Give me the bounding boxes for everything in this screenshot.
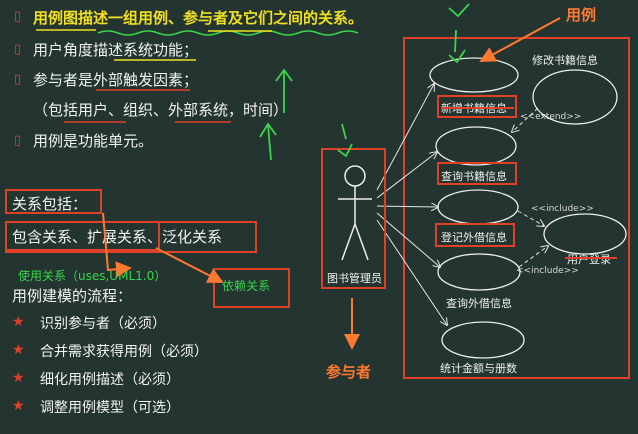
include-label-2: <<include>> xyxy=(516,266,579,276)
actor-name: 图书管理员 xyxy=(327,272,382,285)
star-icon: ★ xyxy=(12,314,25,330)
green-annotations xyxy=(259,3,470,161)
step-3: 细化用例描述（必须） xyxy=(40,372,180,388)
actor-figure xyxy=(338,165,372,261)
depends-note: 依赖关系 xyxy=(222,279,271,293)
usecase-label-edit-book: 修改书籍信息 xyxy=(532,54,598,67)
usecase-label-stats: 统计金额与册数 xyxy=(440,362,517,375)
step-4: 调整用例模型（可选） xyxy=(40,400,180,416)
dependency-lines xyxy=(512,107,548,268)
extend-label: <<extend>> xyxy=(520,112,582,122)
process-title: 用例建模的流程： xyxy=(12,287,133,305)
usecase-callout-label: 用例 xyxy=(566,6,597,24)
callout-arrows xyxy=(102,17,561,350)
relations-title: 关系包括： xyxy=(12,195,88,213)
usecase-label-query-book: 查询书籍信息 xyxy=(441,170,507,183)
bullet-text-3: （包括用户、组织、外部系统，时间） xyxy=(33,101,289,119)
usecase-label-login: 用户登录 xyxy=(567,253,611,266)
usecase-label-query-loan: 查询外借信息 xyxy=(446,297,512,310)
usecase-label-register-loan: 登记外借信息 xyxy=(441,231,507,244)
bullet-text-1: 用户角度描述系统功能； xyxy=(33,41,199,59)
bullet-text-2: 参与者是外部触发因素； xyxy=(33,71,199,89)
usecase-ellipse-edit-book xyxy=(532,69,618,125)
heading-text: 用例图描述一组用例、参与者及它们之间的关系。 xyxy=(33,9,364,27)
bullet-text-4: 用例是功能单元。 xyxy=(33,132,154,150)
step-2: 合并需求获得用例（必须） xyxy=(40,344,208,360)
system-boundary xyxy=(403,37,630,379)
relations-list: 包含关系、扩展关系、泛化关系 xyxy=(12,228,223,246)
usecase-ellipse-stats xyxy=(441,321,525,359)
association-lines xyxy=(376,84,447,325)
highlight-boxes xyxy=(5,95,517,308)
step-1: 识别参与者（必须） xyxy=(40,316,166,332)
actor-callout-label: 参与者 xyxy=(326,363,372,381)
bullet-marker: ▯ xyxy=(14,9,22,24)
star-icon: ★ xyxy=(12,370,25,386)
usecase-ellipse-add-book xyxy=(429,57,519,93)
usecase-ellipse-register-loan xyxy=(437,189,519,225)
usecase-ellipse-query-loan xyxy=(437,253,521,291)
star-icon: ★ xyxy=(12,342,25,358)
usecase-ellipse-login xyxy=(543,213,627,255)
include-label-1: <<include>> xyxy=(531,204,594,214)
star-icon: ★ xyxy=(12,398,25,414)
bullet-marker: ▯ xyxy=(14,72,22,87)
usecase-ellipse-query-book xyxy=(435,126,517,166)
bullet-marker: ▯ xyxy=(14,42,22,57)
bullet-marker: ▯ xyxy=(14,133,22,148)
